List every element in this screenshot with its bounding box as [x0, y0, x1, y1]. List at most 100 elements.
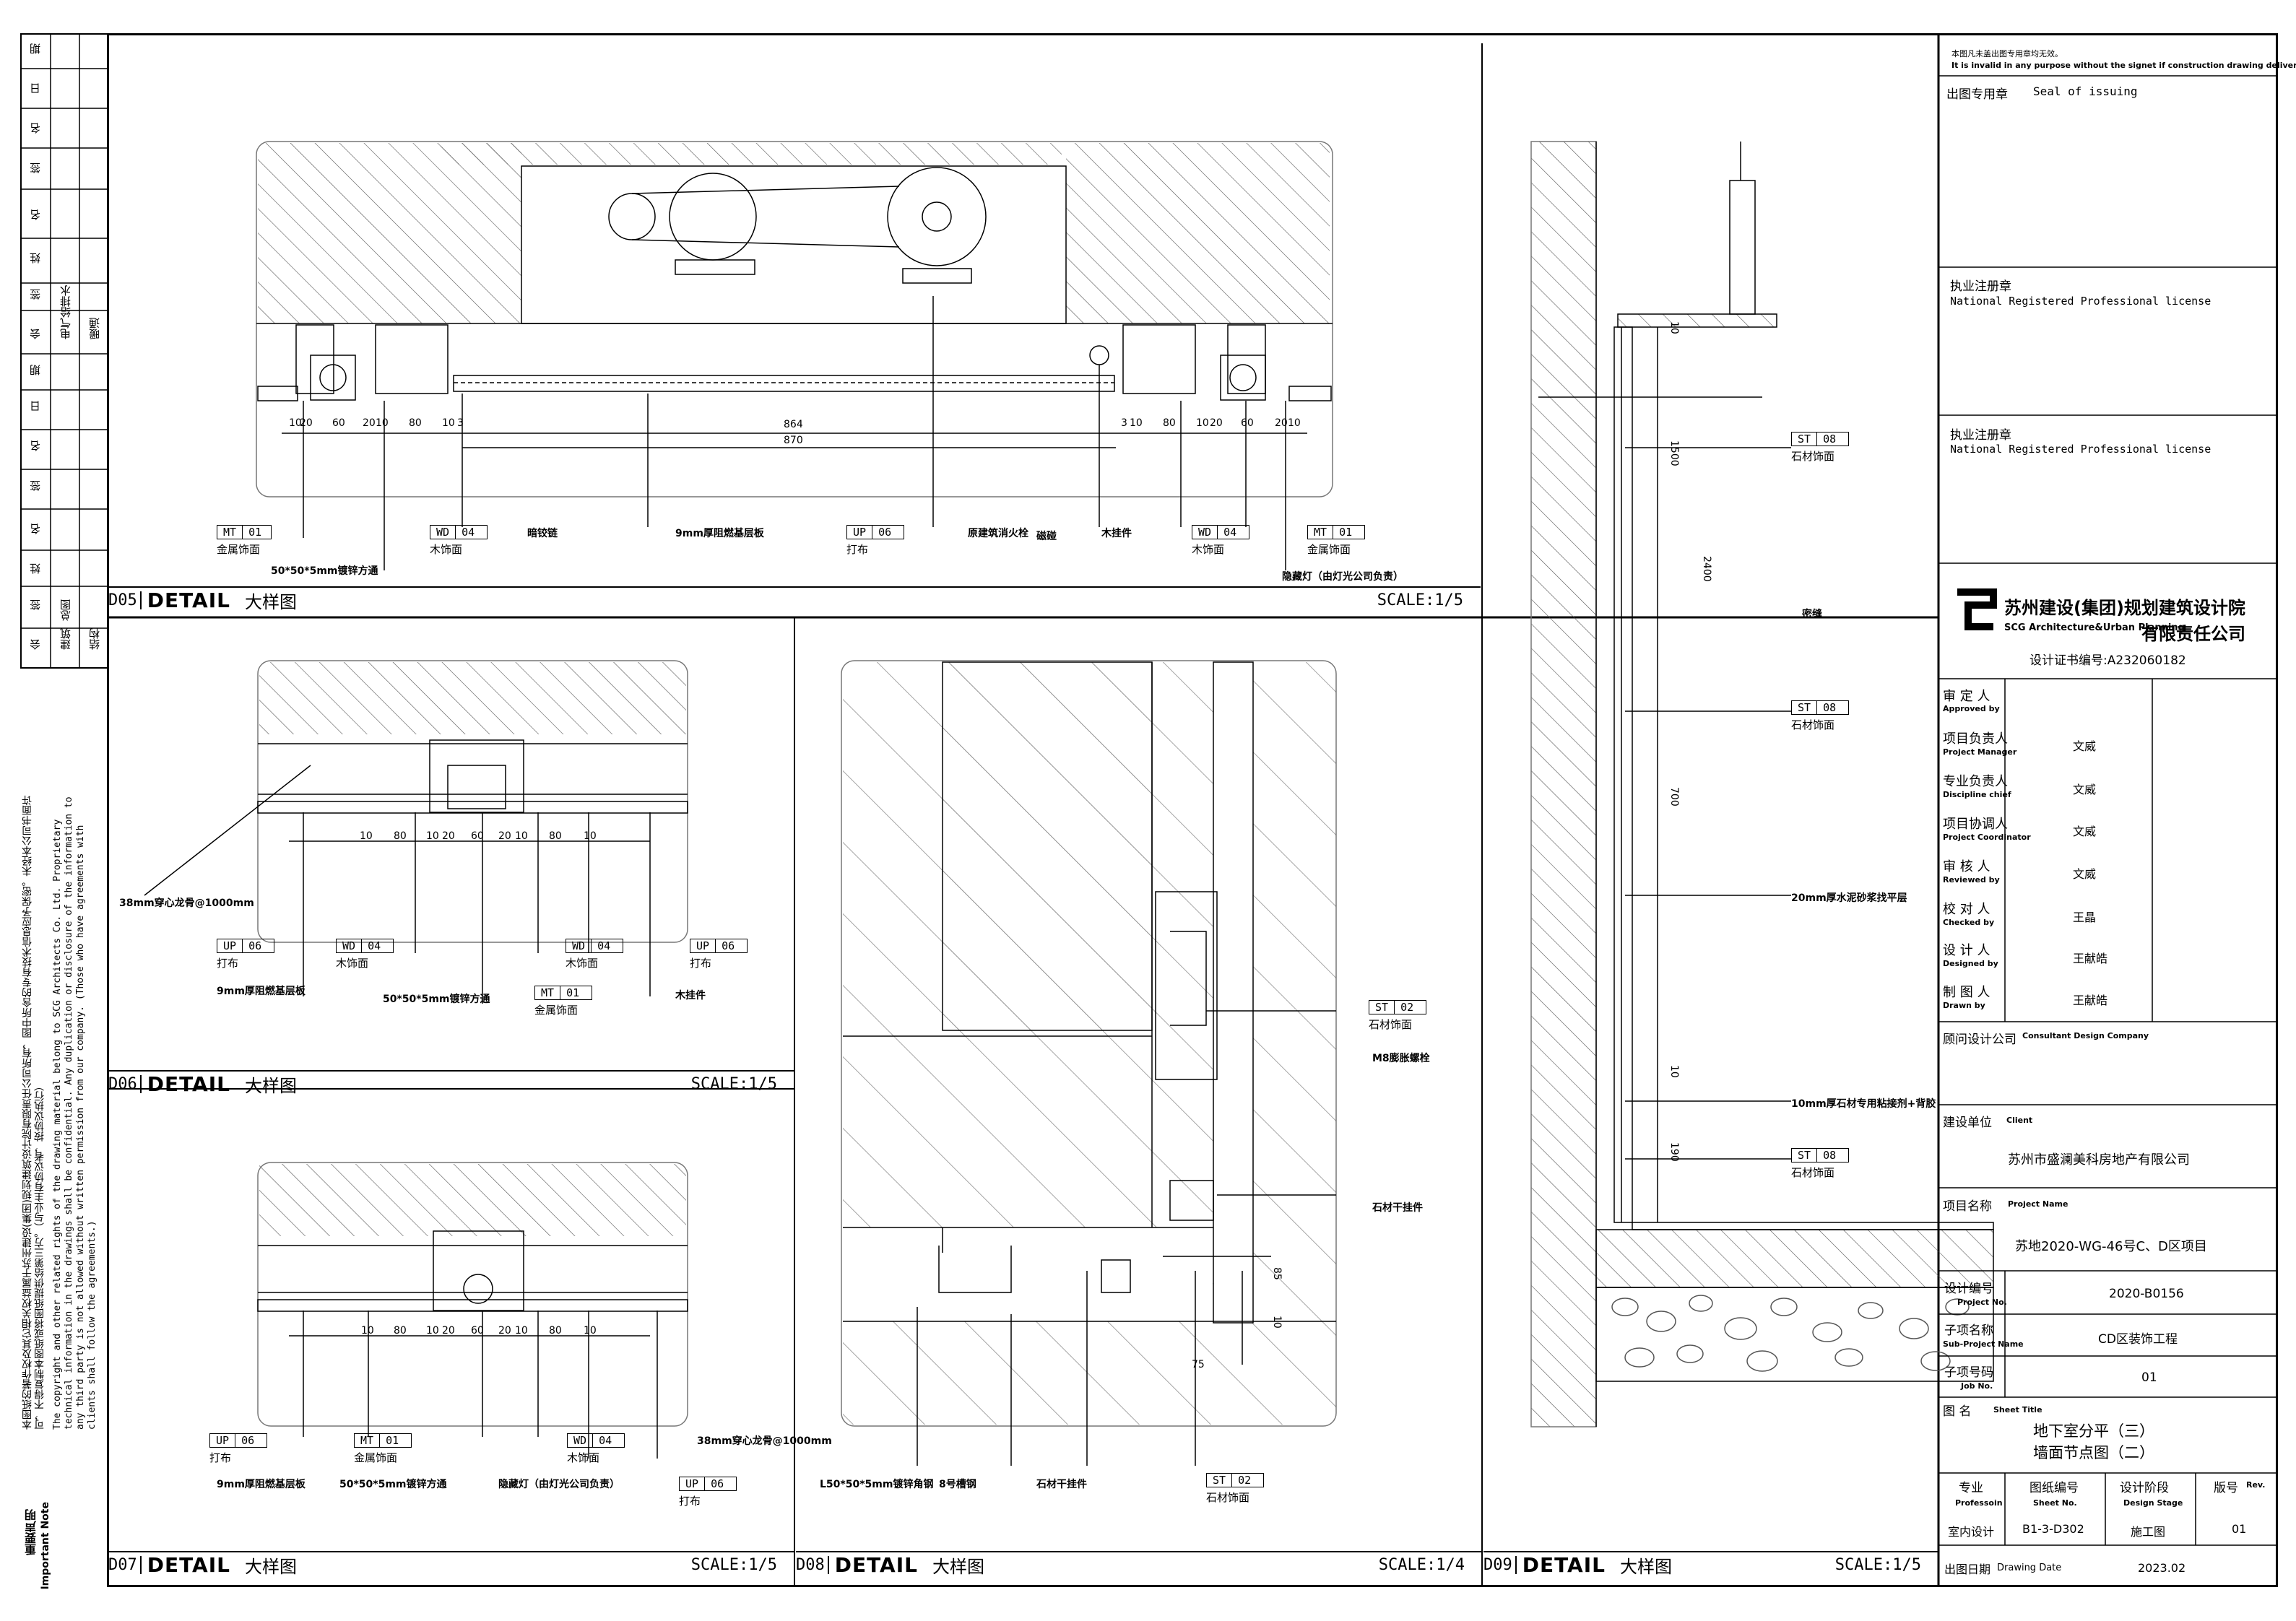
d09-dim-3: 2400	[1701, 556, 1712, 582]
tb-signer-en: Designed by	[1943, 959, 1998, 968]
tb-sheet-title-2: 墙面节点图（二）	[2033, 1444, 2154, 1461]
d07-tag-2-label: 金属饰面	[354, 1451, 398, 1464]
tb-company-cn1: 苏州建设(集团)规划建筑设计院	[2004, 598, 2245, 618]
tb-sheet-title-en: Sheet Title	[1993, 1405, 2042, 1414]
d07-note-1: 9mm厚阻燃基层板	[217, 1479, 306, 1490]
tb-prof-cn: 专业	[1959, 1481, 1983, 1495]
d06-dim: 10	[426, 830, 439, 842]
tb-stage-en: Design Stage	[2123, 1498, 2183, 1508]
d05-note-1: 50*50*5mm镀锌方通	[271, 565, 378, 577]
tb-stage-cn: 设计阶段	[2120, 1481, 2169, 1495]
d07-dim: 10	[361, 1325, 374, 1337]
tb-license2-cn: 执业注册章	[1950, 428, 2011, 443]
d09-dim-5: 10	[1668, 1065, 1680, 1078]
d06-drawing	[144, 660, 688, 1004]
d05-tag-5-label: 金属饰面	[1307, 543, 1351, 556]
d05-scale: SCALE:1/5	[1377, 591, 1463, 609]
d08-note-1: M8膨胀螺栓	[1372, 1053, 1430, 1064]
tb-date-value: 2023.02	[2138, 1561, 2186, 1575]
d05-dim: 10	[1196, 417, 1209, 429]
d05-dim: 10	[289, 417, 302, 429]
d05-dim: 10	[1288, 417, 1301, 429]
d09-dim-2: 1500	[1668, 440, 1680, 466]
d08-drawing	[841, 660, 1337, 1466]
d05-num: D05	[108, 591, 142, 609]
d07-drawing	[257, 1162, 688, 1459]
d05-dim: 10	[1130, 417, 1143, 429]
tb-signer-label: 专业负责人	[1943, 774, 2008, 789]
d05-tag-2-label: 木饰面	[430, 543, 463, 556]
d05-dim: 10	[442, 417, 455, 429]
tb-signer-label: 制 图 人	[1943, 985, 1990, 1000]
left-strip-border	[20, 33, 108, 669]
d06-tag-2-label: 木饰面	[336, 957, 369, 970]
d09-dim-4: 700	[1668, 787, 1680, 807]
d07-dim: 20	[498, 1325, 511, 1337]
tb-signer-label: 项目协调人	[1943, 817, 2008, 832]
d06-tag-3-label: 金属饰面	[534, 1004, 579, 1017]
tb-sub-cn: 子项名称	[1944, 1324, 1993, 1338]
d06-tag-4-label: 木饰面	[566, 957, 599, 970]
tb-consultant-cn: 顾问设计公司	[1943, 1033, 2016, 1047]
tb-consultant-en: Consultant Design Company	[2022, 1031, 2149, 1040]
tb-rev-en: Rev.	[2246, 1480, 2266, 1490]
d09-note-1: 密缝	[1802, 609, 1822, 620]
d07-dim: 20	[442, 1325, 455, 1337]
d09-title-bar: D09 DETAIL 大样图 SCALE:1/5	[1483, 1551, 1938, 1577]
d07-dim: 10	[426, 1325, 439, 1337]
d05-dim: 80	[409, 417, 422, 429]
d05-dim: 60	[332, 417, 345, 429]
d07-dim: 60	[471, 1325, 484, 1337]
d06-tag-5-label: 打布	[690, 957, 712, 970]
tb-license2-en: National Registered Professional license	[1950, 443, 2211, 456]
d05-dim: 20	[1210, 417, 1223, 429]
d09-tag-3-label: 石材饰面	[1791, 1166, 1835, 1179]
d09-dim-1: 10	[1668, 321, 1680, 334]
tb-signer-label: 设 计 人	[1943, 943, 1990, 958]
d06-dim: 10	[584, 830, 597, 842]
tb-project-no-en: Project No.	[1957, 1298, 2007, 1307]
tb-prof-en: Professoin	[1955, 1498, 2003, 1508]
tb-signer-label: 审 定 人	[1943, 689, 1990, 704]
d07-cn: 大样图	[244, 1556, 297, 1577]
d05-dim: 20	[1275, 417, 1288, 429]
d08-dim-2: 10	[1271, 1316, 1283, 1329]
d05-note-7: 隐藏灯（由灯光公司负责）	[1282, 571, 1403, 583]
d05-note-2: 暗铰链	[527, 528, 558, 539]
tb-project-no-value: 2020-B0156	[2109, 1287, 2184, 1301]
tb-seal-cn: 出图专用章	[1946, 87, 2008, 102]
d07-title-bar: D07 DETAIL 大样图 SCALE:1/5	[108, 1551, 794, 1577]
d05-dim: 20	[300, 417, 313, 429]
tb-signer-name: 文威	[2073, 739, 2097, 753]
d07-num: D07	[108, 1555, 142, 1574]
tb-job-value: 01	[2141, 1370, 2157, 1385]
title-block-grid	[1938, 75, 2278, 1546]
d06-tag-1-label: 打布	[217, 957, 239, 970]
tb-warn-en: It is invalid in any purpose without the…	[1951, 61, 2296, 70]
d09-dim-6: 190	[1668, 1142, 1680, 1162]
d08-tag-2-label: 石材饰面	[1206, 1491, 1250, 1504]
d09-tag-2-label: 石材饰面	[1791, 718, 1835, 731]
d06-title-bar: D06 DETAIL 大样图 SCALE:1/5	[108, 1070, 794, 1096]
tb-signer-en: Approved by	[1943, 704, 2000, 713]
tb-sheet-title-cn: 图 名	[1943, 1404, 1972, 1419]
d06-note-2: 9mm厚阻燃基层板	[217, 986, 306, 997]
tb-project-value: 苏地2020-WG-46号C、D区项目	[2015, 1239, 2207, 1254]
tb-client-cn: 建设单位	[1943, 1116, 1992, 1130]
tb-client-value: 苏州市盛澜美科房地产有限公司	[2008, 1152, 2190, 1168]
tb-project-cn: 项目名称	[1943, 1199, 1992, 1214]
tb-signer-en: Drawn by	[1943, 1001, 1985, 1010]
tb-signer-en: Project Coordinator	[1943, 833, 2031, 842]
d08-cn: 大样图	[932, 1556, 984, 1577]
d08-note-4: 8号槽钢	[939, 1479, 976, 1490]
d05-note-4: 原建筑消火栓	[968, 528, 1028, 539]
